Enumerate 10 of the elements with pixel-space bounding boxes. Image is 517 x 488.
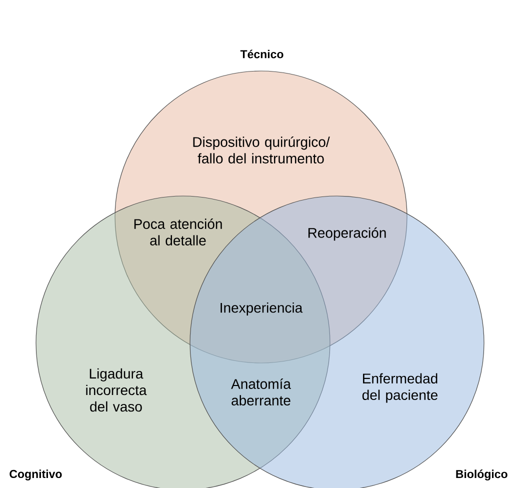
region-text: Poca atención al detalle [134,218,222,246]
region-text: Enfermedad del paciente [362,373,438,403]
region-text: Dispositivo quirúrgico/ fallo del instrumento [193,136,330,164]
circle-heading: Biológico [456,470,508,480]
region-text: Ligadura incorrecta del vaso [86,368,147,412]
region-text: Anatomía aberrante [231,378,291,406]
circle-heading: Cognitivo [10,470,62,480]
circle-heading: Técnico [240,50,284,58]
region-text: Inexperiencia [220,302,303,316]
region-text: Reoperación [308,227,386,241]
